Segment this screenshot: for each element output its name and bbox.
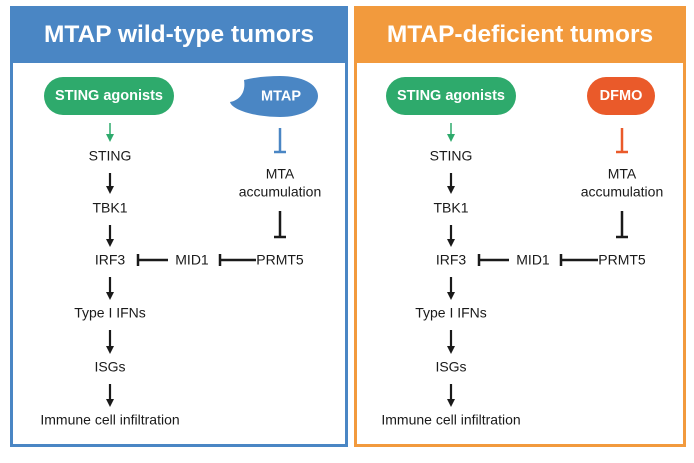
mta-label-wild-type: MTA [265, 165, 295, 182]
panel-title-deficient: MTAP-deficient tumors [354, 6, 686, 63]
mtap-node: MTAP [260, 88, 302, 105]
chain-type-i-ifns-wild-type: Type I IFNs [74, 304, 146, 321]
chain-immune-infiltration-wild-type: Immune cell infiltration [40, 411, 180, 428]
mta-accumulation-label-wild-type: accumulation [238, 183, 322, 200]
prmt5-node-deficient: PRMT5 [598, 251, 646, 268]
sting-agonists-node-deficient: STING agonists [386, 77, 516, 115]
mta-label-deficient: MTA [607, 165, 637, 182]
sting-agonists-node-wild-type: STING agonists [44, 77, 174, 115]
panel-mtap-wild-type: MTAP wild-type tumors [10, 6, 348, 447]
panel-mtap-deficient: MTAP-deficient tumors [354, 6, 686, 447]
chain-tbk1-deficient: TBK1 [433, 199, 469, 216]
chain-sting-wild-type: STING [88, 147, 132, 164]
mid1-node-wild-type: MID1 [175, 251, 209, 268]
chain-sting-deficient: STING [429, 147, 473, 164]
chain-irf3-deficient: IRF3 [435, 251, 467, 268]
chain-irf3-wild-type: IRF3 [94, 251, 126, 268]
chain-tbk1-wild-type: TBK1 [92, 199, 128, 216]
panel-title-wild-type: MTAP wild-type tumors [10, 6, 348, 63]
mta-accumulation-label-deficient: accumulation [580, 183, 664, 200]
dfmo-node: DFMO [587, 77, 655, 115]
chain-isgs-deficient: ISGs [435, 358, 467, 375]
prmt5-node-wild-type: PRMT5 [256, 251, 304, 268]
chain-isgs-wild-type: ISGs [94, 358, 126, 375]
chain-immune-infiltration-deficient: Immune cell infiltration [381, 411, 521, 428]
mid1-node-deficient: MID1 [516, 251, 550, 268]
chain-type-i-ifns-deficient: Type I IFNs [415, 304, 487, 321]
